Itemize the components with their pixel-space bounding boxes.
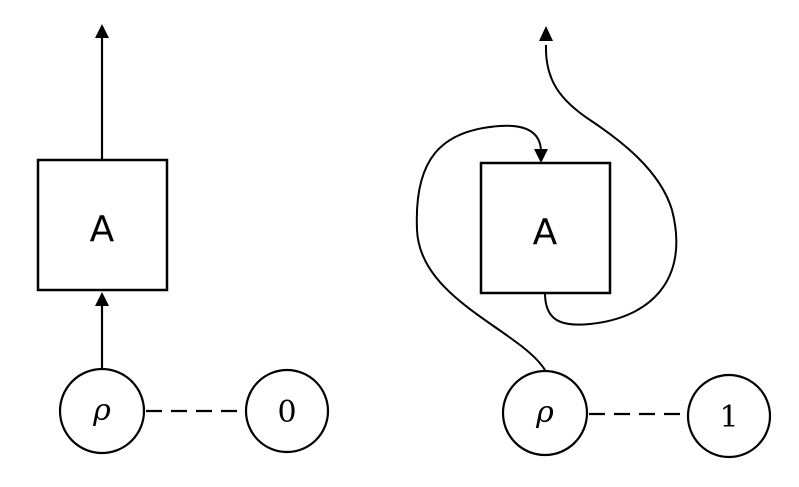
right-rho-label: ρ <box>535 395 554 430</box>
left-bit-label: 0 <box>277 395 296 430</box>
left-box-a <box>36 158 169 292</box>
left-bit-node <box>244 368 330 454</box>
right-output-arrowhead <box>539 26 553 41</box>
right-input-arrowhead <box>534 149 548 163</box>
right-bit-node <box>686 373 772 459</box>
left-rho-label: ρ <box>92 393 111 428</box>
left-input-arrowhead <box>95 292 109 306</box>
left-output-arrowhead <box>95 24 109 38</box>
right-box-a <box>479 161 612 295</box>
panel-left: A ρ 0 <box>36 24 330 455</box>
right-output-wire <box>544 44 678 326</box>
left-box-a-label: A <box>90 209 115 250</box>
right-input-wire <box>415 124 546 371</box>
right-rho-node <box>501 369 589 457</box>
panel-right: A ρ 1 <box>415 26 772 459</box>
left-rho-node <box>58 367 146 455</box>
right-box-a-label: A <box>533 212 558 253</box>
right-bit-label: 1 <box>719 400 738 435</box>
